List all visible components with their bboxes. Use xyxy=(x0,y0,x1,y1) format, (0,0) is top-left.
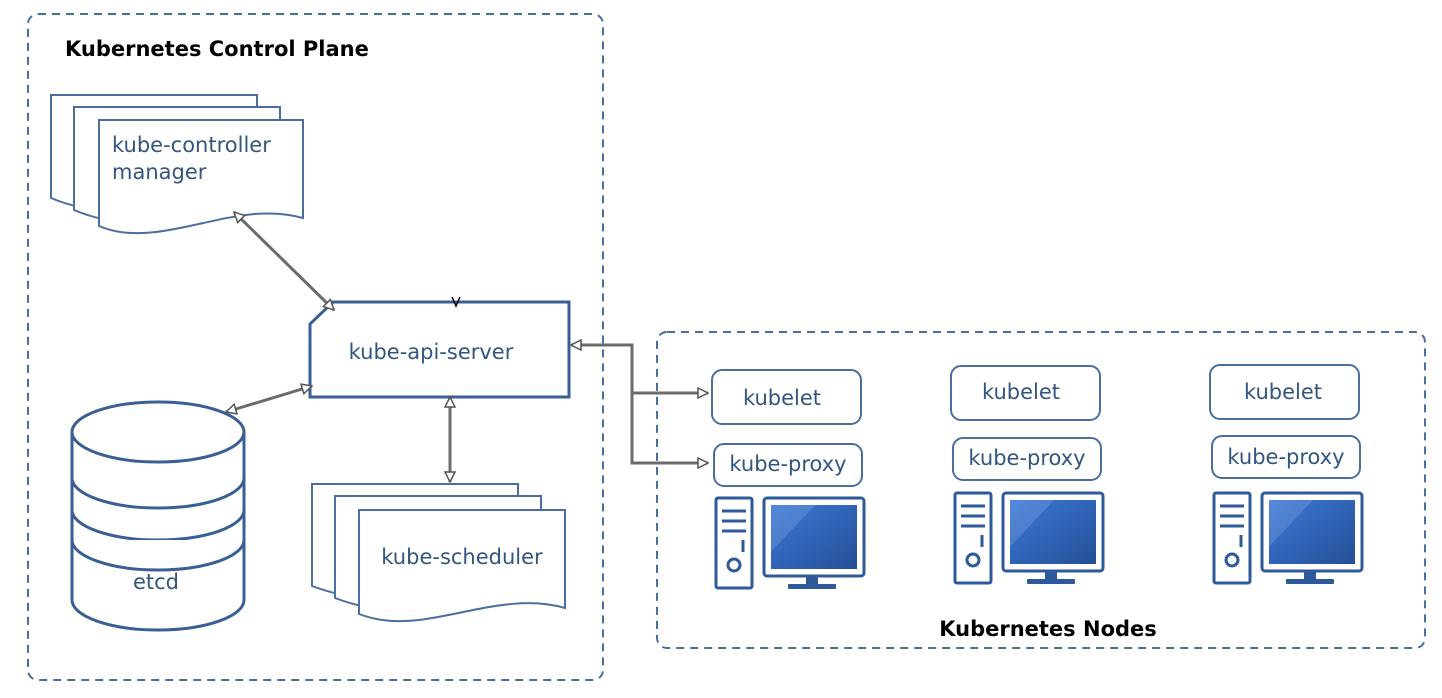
computer-icon xyxy=(1212,491,1364,585)
node-2: kubelet kube-proxy xyxy=(950,365,1105,585)
nodes-border xyxy=(656,331,1426,649)
computer-icon xyxy=(714,496,866,590)
scheduler-component: kube-scheduler xyxy=(311,483,566,623)
api-server-notch-mark xyxy=(451,296,461,308)
etcd-component: etcd xyxy=(70,400,246,632)
node-1: kubelet kube-proxy xyxy=(711,369,866,590)
node-2-kubelet-label: kubelet xyxy=(982,380,1060,404)
computer-icon xyxy=(953,491,1105,585)
node-3: kubelet kube-proxy xyxy=(1209,364,1364,585)
scheduler-label: kube-scheduler xyxy=(381,545,543,569)
api-server-shape xyxy=(308,300,571,399)
node-1-kubelet-box xyxy=(711,369,862,425)
api-server-label: kube-api-server xyxy=(349,340,514,364)
control-plane-title: Kubernetes Control Plane xyxy=(65,37,369,61)
node-1-kubelet-label: kubelet xyxy=(743,386,821,410)
controller-manager-component: kube-controller manager xyxy=(50,94,304,235)
node-1-proxy-label: kube-proxy xyxy=(729,452,846,476)
nodes-title: Kubernetes Nodes xyxy=(939,617,1157,641)
node-2-kubelet-box xyxy=(950,365,1101,421)
control-plane-group: Kubernetes Control Plane xyxy=(27,13,604,681)
etcd-label: etcd xyxy=(133,570,179,594)
controller-apiserver-link xyxy=(234,212,334,310)
stacked-documents-icon xyxy=(311,483,566,623)
node-2-proxy-label: kube-proxy xyxy=(968,446,1085,470)
apiserver-proxy-link xyxy=(630,393,708,463)
apiserver-kubelet-link xyxy=(571,345,708,393)
node-3-kubelet-label: kubelet xyxy=(1244,380,1322,404)
node-3-proxy-label: kube-proxy xyxy=(1227,445,1344,469)
api-server-component: kube-api-server xyxy=(308,296,571,399)
node-2-proxy-box xyxy=(952,437,1102,481)
nodes-group: Kubernetes Nodes xyxy=(656,331,1426,649)
node-3-kubelet-box xyxy=(1209,364,1360,420)
database-icon xyxy=(70,400,246,632)
controller-manager-label-line2: manager xyxy=(112,160,207,184)
controller-manager-label-line1: kube-controller xyxy=(112,133,271,157)
node-3-proxy-box xyxy=(1211,435,1361,479)
connectors xyxy=(226,212,708,482)
node-1-proxy-box xyxy=(713,443,863,487)
etcd-apiserver-link xyxy=(226,386,312,412)
